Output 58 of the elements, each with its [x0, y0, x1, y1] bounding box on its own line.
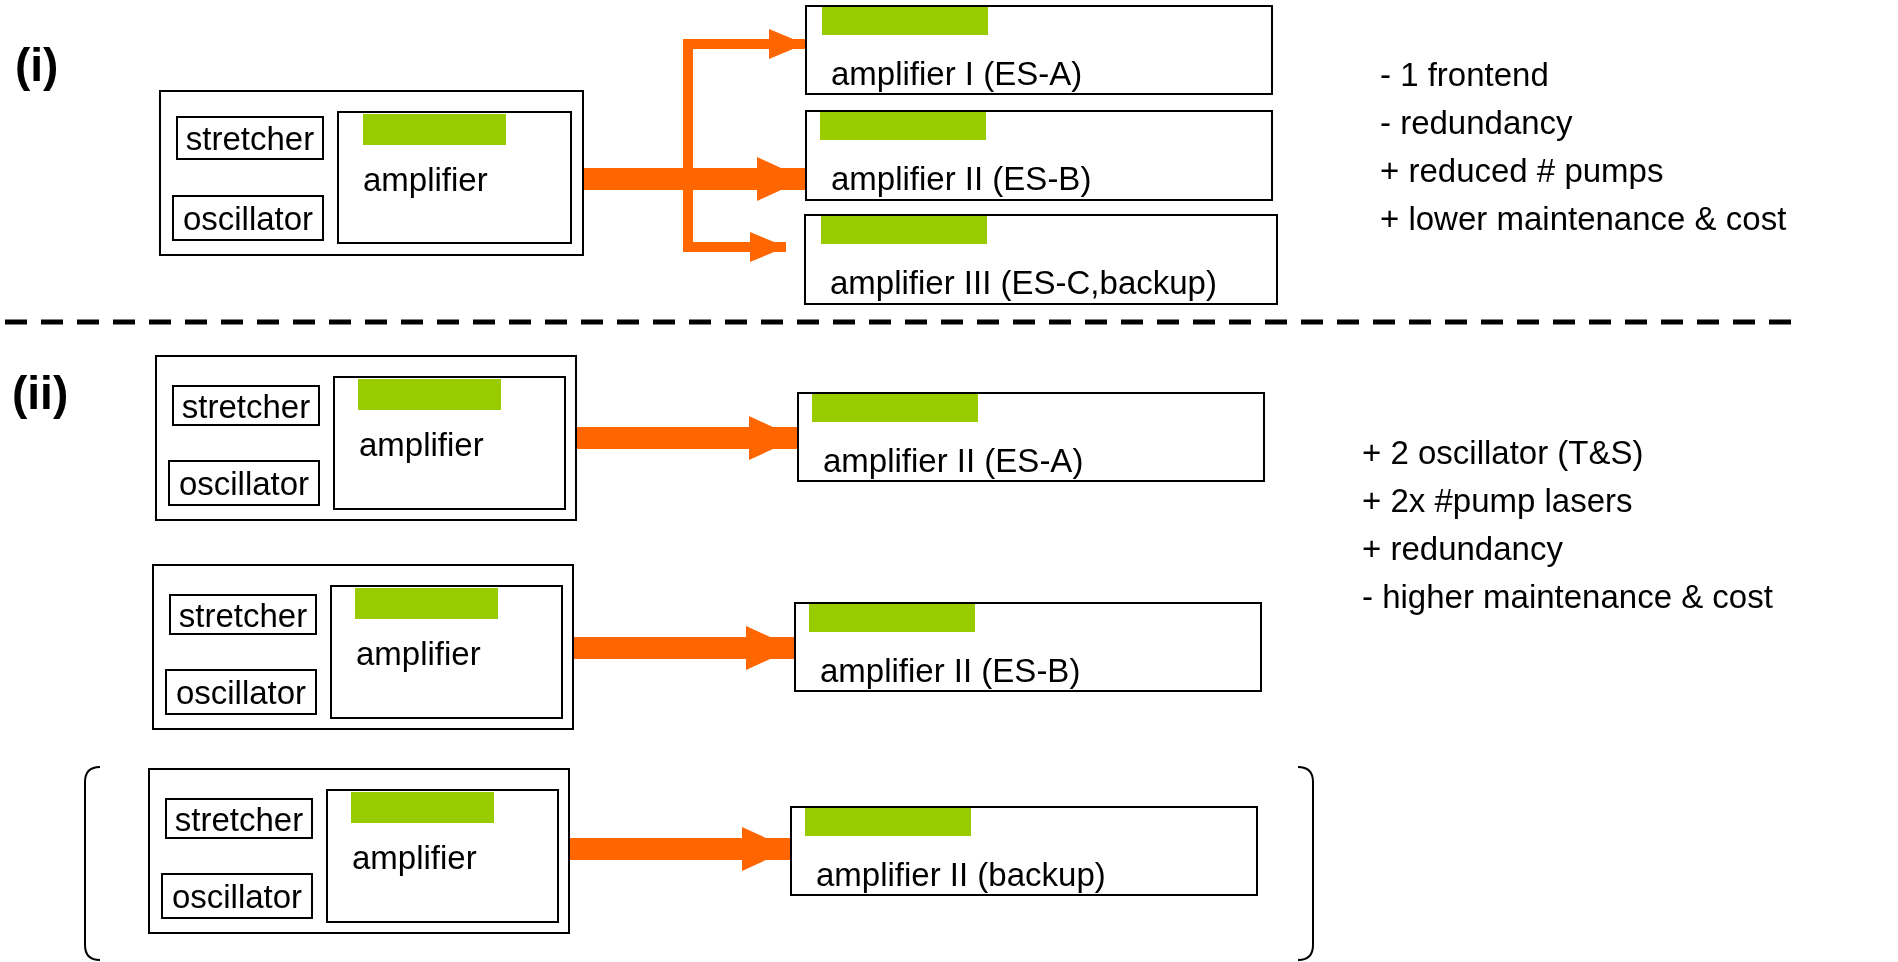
indicator-bar [363, 114, 506, 145]
module-box [176, 116, 324, 160]
indicator-bar [355, 588, 498, 619]
box-label: oscillator [181, 201, 315, 235]
box-label: amplifier [359, 428, 484, 461]
amplifier-box [805, 5, 1273, 95]
box-label: stretcher [184, 121, 316, 155]
box-label: stretcher [180, 389, 312, 422]
amplifier-box [337, 111, 572, 244]
module-box [165, 798, 313, 839]
indicator-bar [822, 7, 988, 35]
box-label: amplifier [363, 163, 488, 196]
amplifier-box [326, 789, 559, 923]
indicator-bar [805, 808, 971, 836]
amplifier-box [333, 376, 566, 510]
box-label: oscillator [174, 675, 308, 709]
module-box [172, 195, 324, 241]
indicator-bar [821, 216, 987, 244]
box-label: oscillator [177, 466, 311, 500]
box-label: amplifier II (ES-B) [820, 654, 1081, 687]
box-label: amplifier [352, 841, 477, 874]
system-box [152, 564, 574, 730]
module-box [168, 460, 320, 506]
system-box [148, 768, 570, 934]
box-label: amplifier II (ES-A) [823, 444, 1084, 477]
note-text: + reduced # pumps [1380, 154, 1664, 187]
box-label: amplifier I (ES-A) [831, 57, 1083, 90]
amplifier-box [804, 214, 1278, 305]
system-box [155, 355, 577, 521]
indicator-bar [820, 112, 986, 140]
module-box [165, 669, 317, 715]
box-label: amplifier III (ES-C,backup) [830, 266, 1217, 299]
amplifier-box [330, 585, 563, 719]
module-box [161, 873, 313, 919]
box-label: amplifier [356, 637, 481, 670]
module-box [172, 385, 320, 426]
indicator-bar [809, 604, 975, 632]
box-label: amplifier II (backup) [816, 858, 1106, 891]
box-label: oscillator [170, 879, 304, 913]
note-text: + redundancy [1362, 532, 1563, 565]
module-box [169, 594, 317, 635]
box-label: stretcher [177, 598, 309, 631]
amplifier-box [794, 602, 1262, 692]
note-text: + 2 oscillator (T&S) [1362, 436, 1644, 469]
amplifier-box [790, 806, 1258, 896]
note-text: + 2x #pump lasers [1362, 484, 1633, 517]
amplifier-box [797, 392, 1265, 482]
note-text: - redundancy [1380, 106, 1573, 139]
indicator-bar [358, 379, 501, 410]
box-label: stretcher [173, 802, 305, 835]
note-text: - higher maintenance & cost [1362, 580, 1773, 613]
indicator-bar [812, 394, 978, 422]
system-box [159, 90, 584, 256]
box-label: amplifier II (ES-B) [831, 162, 1092, 195]
note-text: - 1 frontend [1380, 58, 1549, 91]
indicator-bar [351, 792, 494, 823]
note-text: + lower maintenance & cost [1380, 202, 1787, 235]
amplifier-box [805, 110, 1273, 201]
